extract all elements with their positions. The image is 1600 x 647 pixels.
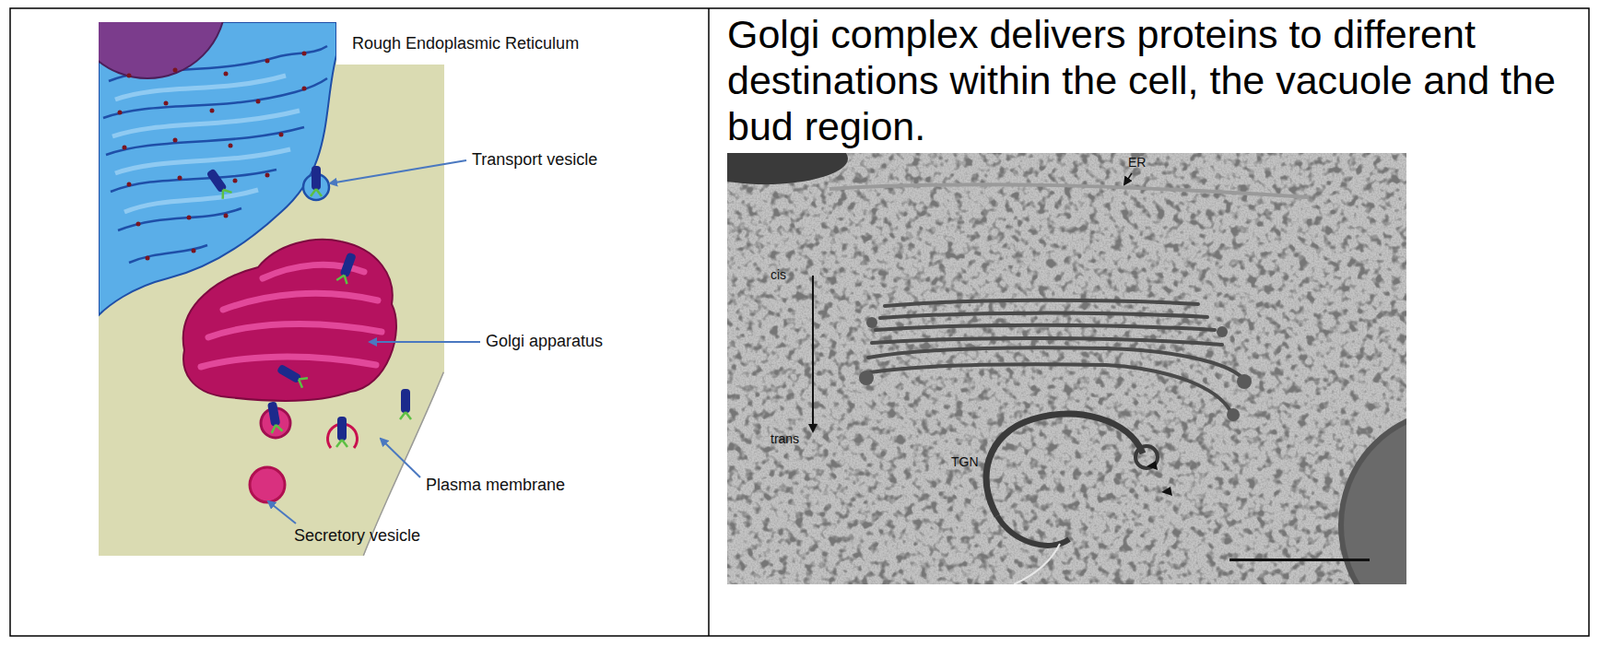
micrograph-label: TGN (951, 454, 979, 471)
divider (707, 8, 710, 636)
part-label: Golgi apparatus (485, 331, 603, 353)
part-label: Transport vesicle (471, 150, 598, 171)
micrograph-label: ER (1128, 154, 1146, 171)
micrograph-label: trans (770, 431, 800, 448)
cell-drawing (69, 0, 449, 557)
part-label: Secretory vesicle (294, 526, 421, 547)
part-label: Rough Endoplasmic Reticulum (350, 34, 581, 55)
heading: Golgi complex delivers proteins to diffe… (727, 11, 1589, 150)
part-label: Plasma membrane (425, 475, 565, 496)
leader-lines (268, 160, 481, 524)
micrograph-label: cis (770, 267, 787, 283)
micrograph (727, 152, 1407, 585)
